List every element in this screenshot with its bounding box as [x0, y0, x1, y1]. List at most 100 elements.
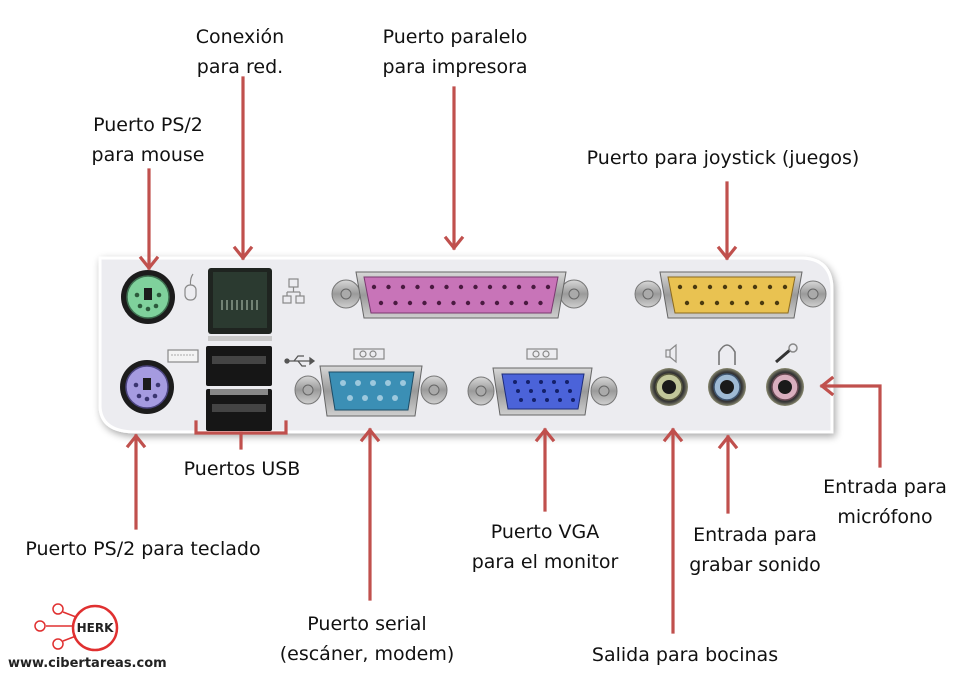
connector-pin: [494, 300, 500, 306]
network-port: [208, 268, 272, 341]
connector-pin: [392, 395, 398, 401]
connector-pin: [545, 398, 549, 402]
label-line: para red.: [196, 56, 284, 78]
arrow-mic: [819, 375, 882, 468]
label-ps2-mouse: Puerto PS/2 para mouse: [78, 110, 218, 170]
label-mic: Entrada para micrófono: [810, 472, 959, 532]
connector-pin: [523, 300, 529, 306]
connector-pin: [480, 300, 485, 306]
connector-pin: [415, 284, 420, 290]
connector-pin: [407, 300, 413, 306]
connector-pin: [707, 284, 713, 290]
label-line: Salida para bocinas: [591, 644, 779, 666]
arrow-network: [232, 76, 254, 261]
connector-pin: [509, 300, 514, 306]
keyboard-icon: [167, 349, 199, 363]
connector-pin: [532, 398, 536, 402]
serial-port-icon: [353, 348, 385, 360]
connector-pin: [400, 380, 406, 386]
connector-pin: [558, 398, 562, 402]
label-line: grabar sonido: [689, 554, 821, 576]
connector-pin: [429, 284, 435, 290]
label-serial: Puerto serial (escáner, modem): [262, 609, 472, 669]
vga-port: [467, 367, 618, 416]
connector-pin: [355, 380, 361, 386]
logo-url: www.cibertareas.com: [8, 656, 167, 671]
connector-pin: [699, 300, 705, 306]
label-line: Puerto paralelo: [382, 26, 528, 48]
speaker-out-jack: [650, 368, 688, 406]
connector-pin: [371, 284, 377, 290]
connector-pin: [555, 389, 559, 393]
connector-pin: [362, 395, 368, 401]
usb-port-bottom: [206, 389, 272, 431]
label-line: Puerto PS/2: [93, 114, 203, 136]
arrow-vga: [534, 427, 556, 512]
arrow-ps2-mouse: [138, 168, 160, 271]
connector-pin: [444, 284, 449, 290]
connector-pin: [378, 300, 384, 306]
serial-port: [294, 365, 448, 417]
connector-pin: [782, 284, 788, 290]
label-usb: Puertos USB: [168, 454, 316, 484]
mic-jack: [766, 368, 804, 406]
connector-pin: [565, 380, 569, 384]
arrow-serial: [359, 427, 381, 601]
connector-pin: [542, 389, 546, 393]
arrow-speakers: [662, 427, 684, 634]
connector-pin: [774, 300, 780, 306]
connector-pin: [386, 284, 391, 290]
connector-pin: [737, 284, 743, 290]
connector-pin: [729, 300, 735, 306]
usb-icon: [284, 355, 316, 367]
network-icon: [282, 278, 305, 304]
label-speakers: Salida para bocinas: [578, 640, 792, 670]
connector-pin: [451, 300, 456, 306]
connector-pin: [370, 380, 376, 386]
connector-pin: [347, 395, 353, 401]
label-line: Puerto para joystick (juegos): [586, 147, 860, 169]
connector-pin: [571, 398, 575, 402]
connector-pin: [473, 284, 478, 290]
label-line: Entrada para: [823, 476, 947, 498]
connector-pin: [714, 300, 720, 306]
connector-pin: [340, 380, 346, 386]
connector-pin: [516, 284, 522, 290]
connector-pin: [519, 398, 523, 402]
connector-pin: [487, 284, 493, 290]
connector-pin: [531, 284, 536, 290]
speaker-icon: [665, 343, 677, 364]
label-line: Puerto serial: [307, 613, 427, 635]
label-line: para impresora: [382, 56, 528, 78]
usb-bracket: [194, 420, 288, 450]
connector-pin: [568, 389, 572, 393]
parallel-port: [331, 271, 589, 319]
connector-pin: [385, 380, 391, 386]
ps2-keyboard-port: [120, 360, 174, 414]
arrow-line-in: [717, 434, 739, 514]
label-line: Entrada para: [693, 524, 817, 546]
connector-pin: [393, 300, 398, 306]
connector-pin: [552, 380, 556, 384]
connector-pin: [767, 284, 773, 290]
label-line-in: Entrada para grabar sonido: [672, 520, 838, 580]
connector-pin: [516, 389, 520, 393]
mouse-icon: [184, 273, 197, 301]
label-ps2-keyboard: Puerto PS/2 para teclado: [6, 534, 280, 564]
label-line: para el monitor: [471, 551, 619, 573]
label-line: para mouse: [91, 144, 205, 166]
connector-pin: [458, 284, 464, 290]
line-in-jack: [708, 368, 746, 406]
connector-pin: [422, 300, 427, 306]
connector-pin: [539, 380, 543, 384]
connector-pin: [502, 284, 507, 290]
ps2-mouse-port: [121, 270, 175, 324]
label-vga: Puerto VGA para el monitor: [455, 517, 635, 577]
connector-pin: [722, 284, 728, 290]
label-line: Puerto VGA: [490, 521, 600, 543]
label-joystick: Puerto para joystick (juegos): [568, 143, 878, 173]
connector-pin: [436, 300, 442, 306]
label-line: Puerto PS/2 para teclado: [25, 538, 261, 560]
usb-port-top: [206, 346, 272, 386]
